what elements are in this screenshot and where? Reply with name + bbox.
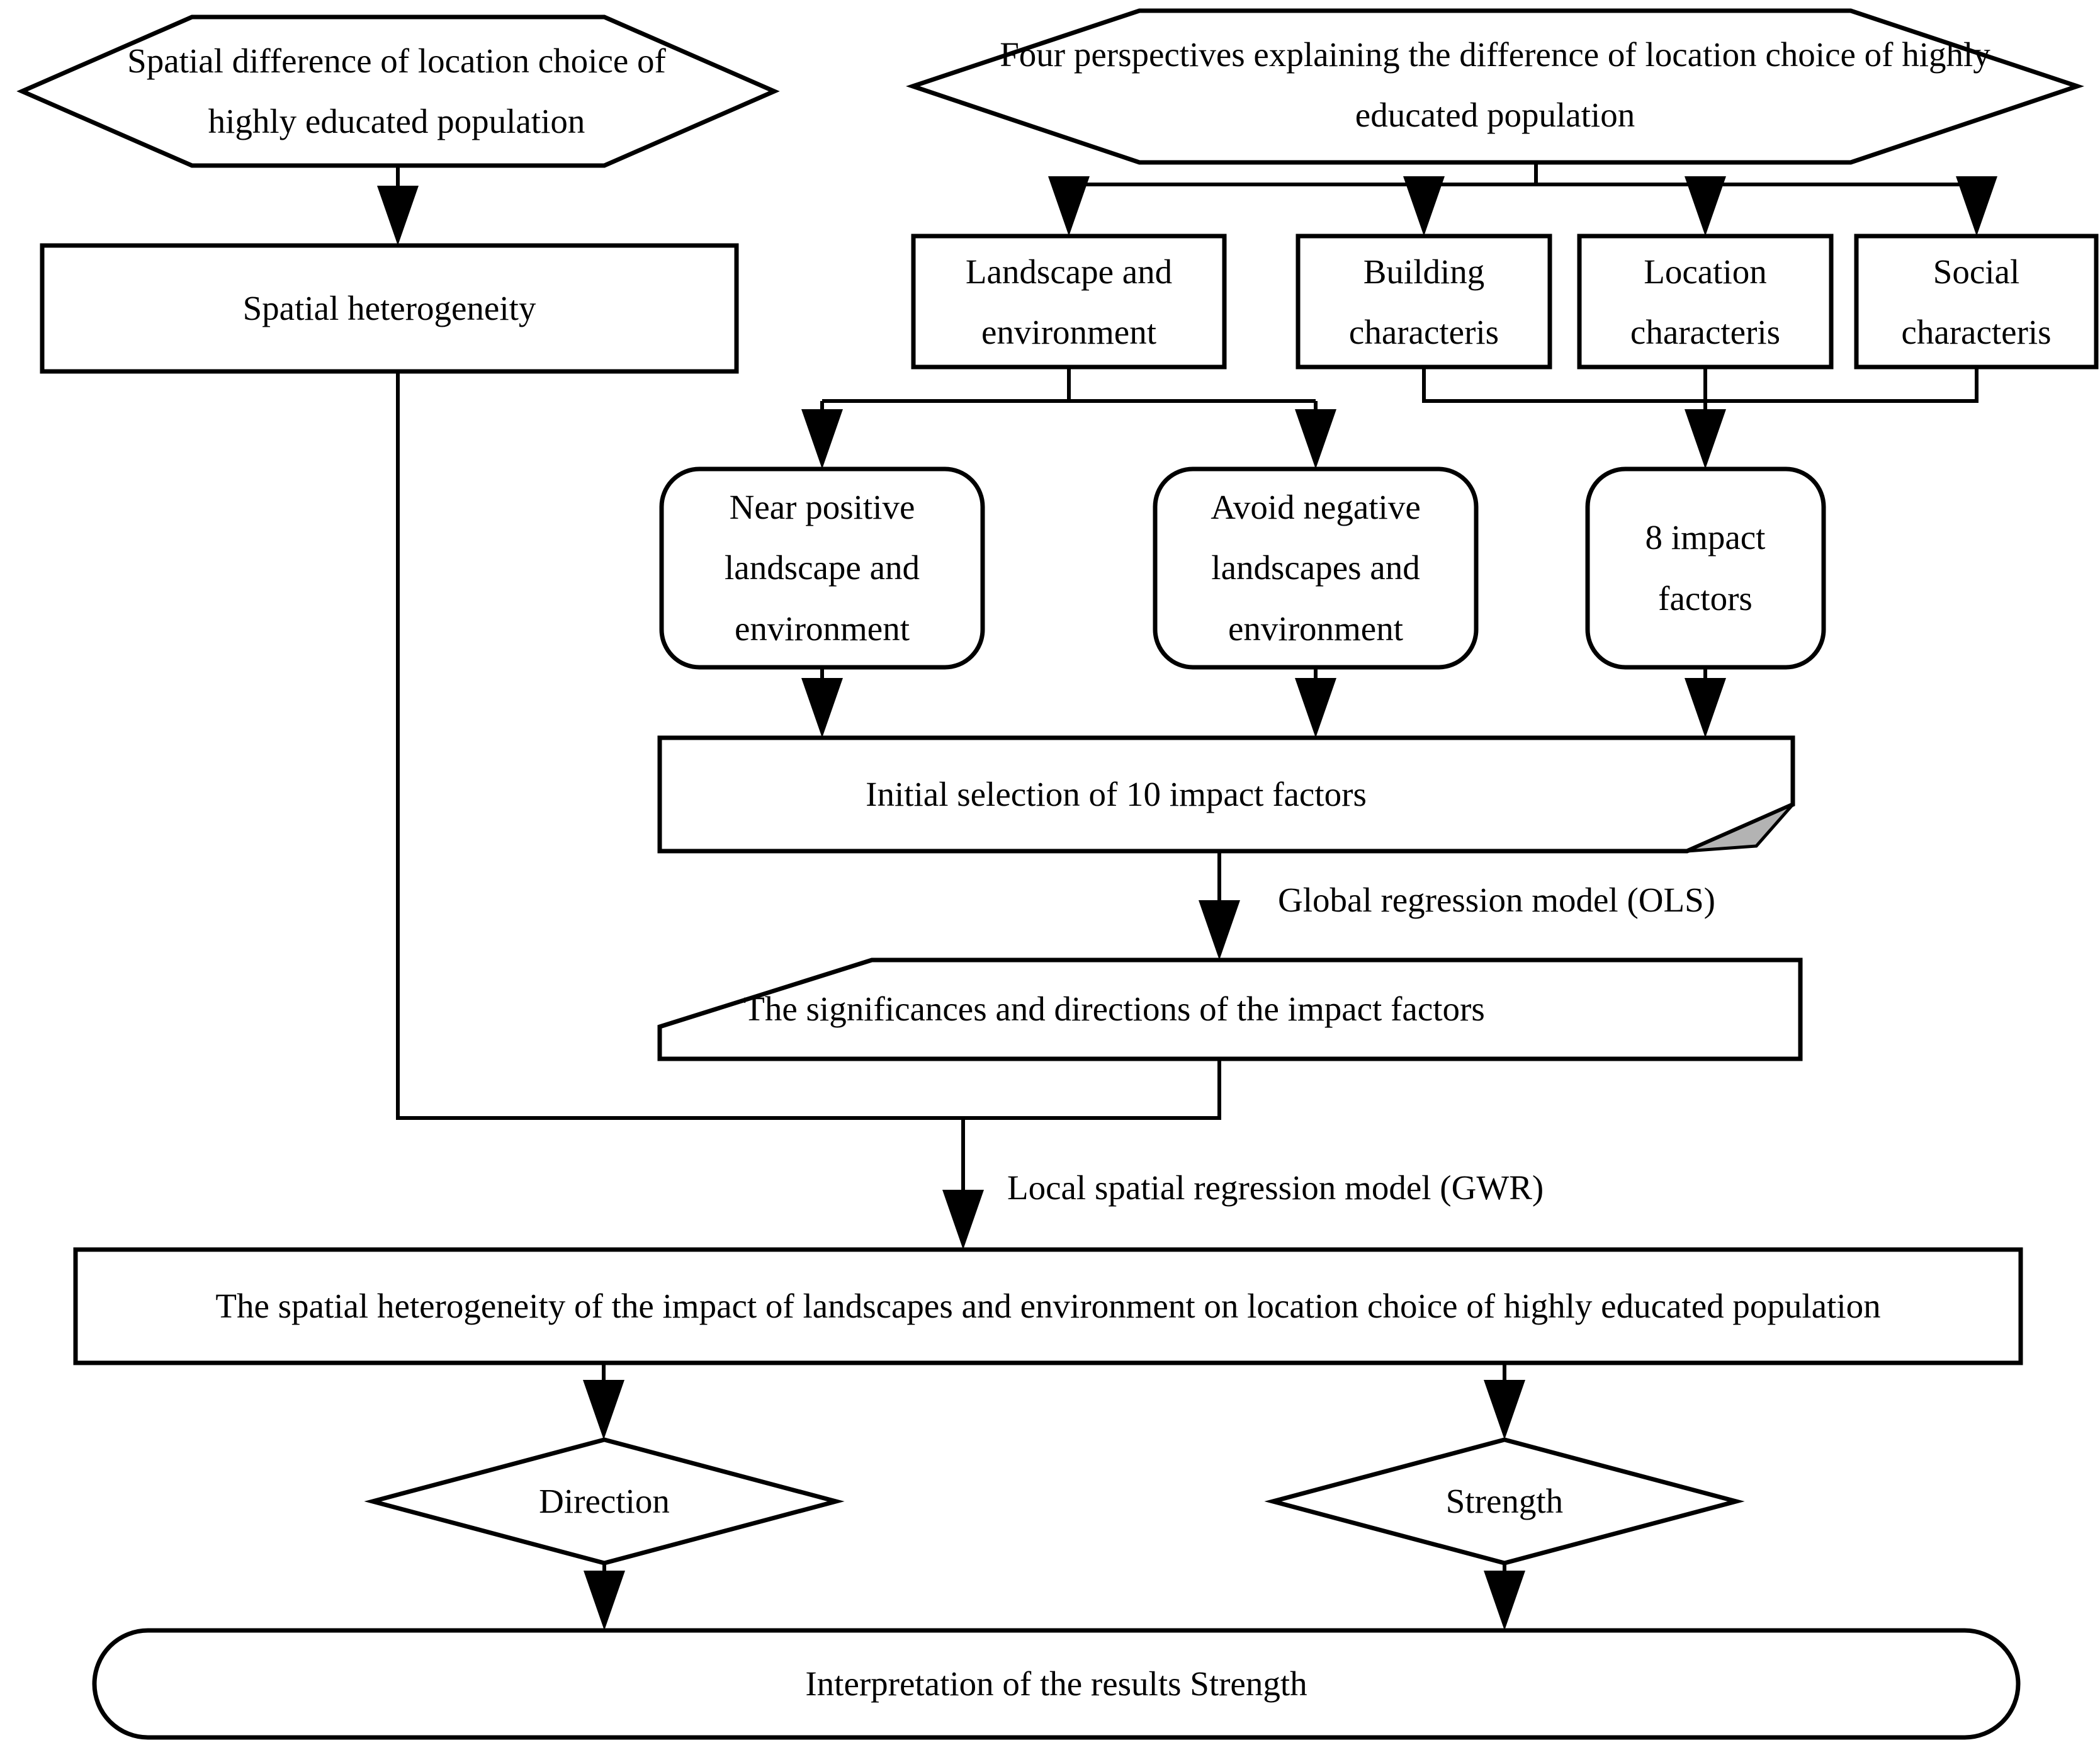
box-spatial-heterogeneity-label: Spatial heterogeneity — [242, 288, 536, 327]
box-gwr-result-label: The spatial heterogeneity of the impact … — [215, 1286, 1881, 1325]
stadium-interpretation-label: Interpretation of the results Strength — [805, 1664, 1307, 1703]
card-significances-label: The significances and directions of the … — [743, 990, 1485, 1029]
diamond-strength — [1264, 1437, 1745, 1566]
box-social-characteris — [1854, 234, 2099, 370]
diamond-strength-label: Strength — [1445, 1481, 1564, 1520]
rounded-eight-impact-factors — [1585, 466, 1826, 670]
diamond-direction-label: Direction — [539, 1481, 670, 1520]
box-spatial-heterogeneity — [40, 243, 739, 374]
rounded-eight-impact-factors-label: 8 impact factors — [1645, 518, 1766, 618]
box-social-characteris-label: Social characteris — [1901, 252, 2052, 351]
card-initial-selection-label: Initial selection of 10 impact factors — [866, 774, 1367, 813]
stadium-interpretation — [92, 1628, 2021, 1740]
box-landscape-environment-label: Landscape and environment — [965, 252, 1173, 351]
card-significances — [657, 957, 1803, 1061]
box-building-characteris-label: Building characteris — [1348, 252, 1499, 351]
box-location-characteris-label: Location characteris — [1630, 252, 1781, 351]
box-location-characteris — [1577, 234, 1834, 370]
card-fold-corner — [1686, 803, 1794, 853]
hexagon-four-perspectives-label: Four perspectives explaining the differe… — [1000, 35, 1990, 134]
rounded-near-positive-label: Near positive landscape and environment — [725, 488, 920, 648]
hexagon-spatial-difference-label: Spatial difference of location choice of… — [127, 41, 666, 140]
edge-label-ols: Global regression model (OLS) — [1278, 881, 1715, 919]
box-gwr-result — [73, 1247, 2023, 1365]
arrow-heads — [377, 176, 1997, 1630]
diamond-direction — [364, 1437, 845, 1566]
connector-lines — [396, 162, 1979, 1596]
box-landscape-environment — [911, 234, 1227, 370]
hexagon-spatial-difference — [16, 14, 780, 168]
hexagon-four-perspectives — [905, 8, 2085, 165]
rounded-avoid-negative-label: Avoid negative landscapes and environmen… — [1211, 488, 1421, 648]
edge-label-gwr: Local spatial regression model (GWR) — [1007, 1168, 1544, 1207]
